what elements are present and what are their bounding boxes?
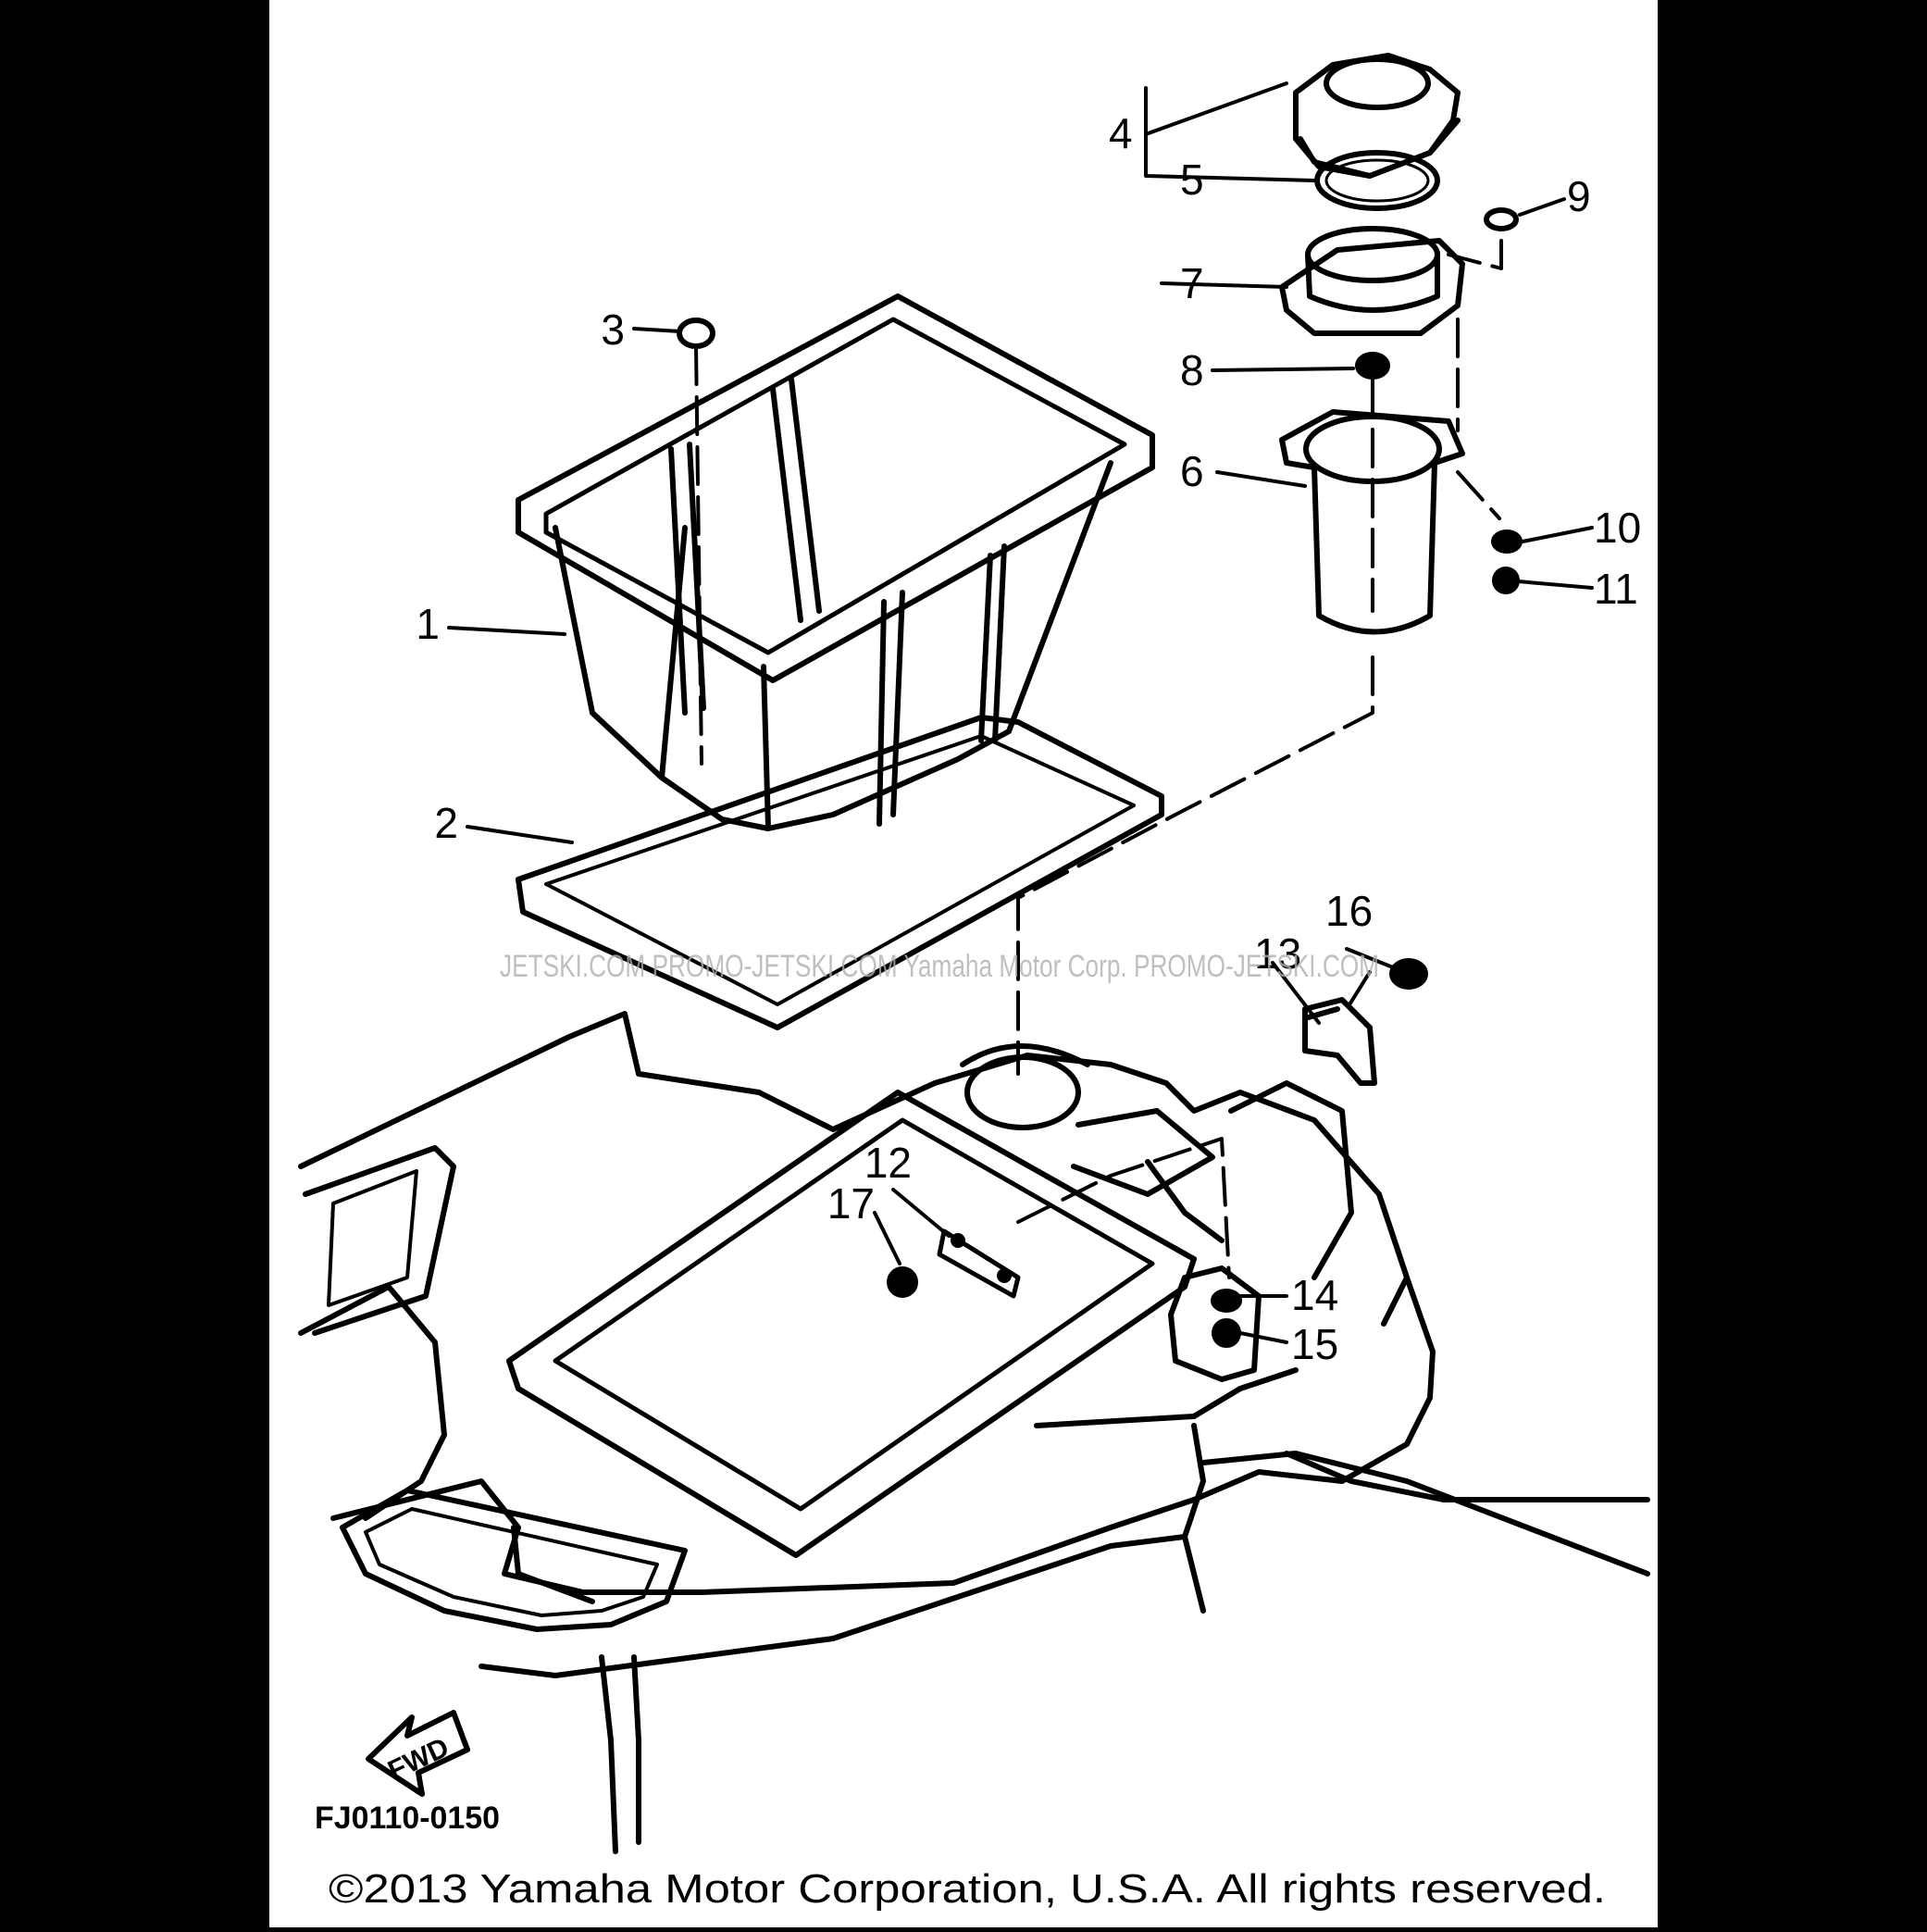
callout-9: 9 (1567, 172, 1591, 220)
callout-17: 17 (827, 1179, 875, 1228)
callout-3: 3 (601, 305, 625, 354)
watermark: JETSKI.COM PROMO-JETSKI.COM Yamaha Motor… (500, 949, 1379, 984)
callout-4: 4 (1109, 109, 1133, 157)
callout-12: 12 (864, 1139, 912, 1187)
callout-numbers: 1 2 3 4 5 6 7 8 9 10 11 12 13 14 15 16 1… (416, 109, 1641, 1368)
figure-code: FJ0110-0150 (315, 1801, 500, 1836)
callout-2: 2 (434, 799, 458, 847)
copyright-text: ©2013 Yamaha Motor Corporation, U.S.A. A… (329, 1866, 1606, 1912)
box-seal (516, 715, 1164, 1030)
filler-neck (1279, 226, 1465, 336)
callout-14: 14 (1291, 1271, 1338, 1319)
callout-15: 15 (1291, 1320, 1338, 1368)
callout-13: 13 (1254, 929, 1301, 978)
leader-lines (447, 81, 1594, 1344)
fuel-cap (1293, 53, 1461, 179)
bracket (1302, 997, 1377, 1086)
callout-11: 11 (1594, 565, 1638, 613)
callout-8: 8 (1180, 346, 1204, 394)
callout-10: 10 (1594, 504, 1641, 552)
callout-6: 6 (1180, 447, 1204, 495)
bracket-plate (937, 1228, 1021, 1299)
callout-1: 1 (416, 600, 440, 648)
callout-5: 5 (1180, 156, 1204, 204)
o-ring (1314, 150, 1440, 211)
fasteners (677, 207, 1523, 1348)
center-lines (694, 239, 1503, 1279)
callout-7: 7 (1180, 259, 1204, 307)
callout-16: 16 (1325, 887, 1373, 935)
